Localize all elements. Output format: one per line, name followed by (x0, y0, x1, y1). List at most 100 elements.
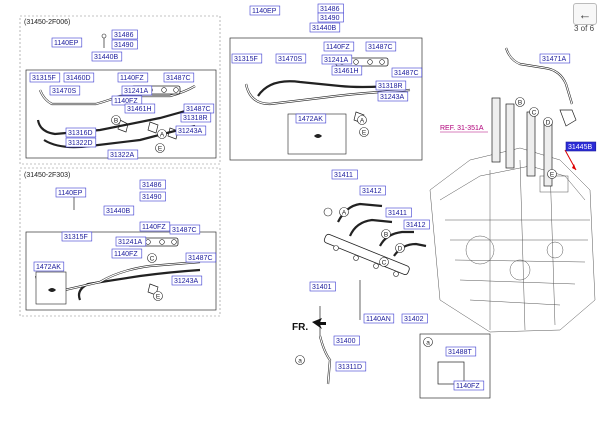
part-number-label[interactable]: 31460D (63, 72, 95, 83)
part-number-box (163, 72, 195, 83)
part-number-label[interactable]: 31315F (231, 53, 263, 64)
part-number-box (231, 53, 263, 64)
part-number-text: 31490 (320, 15, 340, 22)
part-number-text: 31470S (52, 88, 76, 95)
part-number-label[interactable]: 31400 (333, 335, 360, 346)
part-number-label[interactable]: 31315F (29, 72, 61, 83)
part-number-label[interactable]: 1140EP (51, 37, 83, 48)
part-number-label[interactable]: 31311D (335, 361, 367, 372)
part-number-label[interactable]: 31487C (183, 103, 215, 114)
group-caption: (31450-2F303) (24, 172, 70, 179)
part-number-label[interactable]: 31471A (539, 53, 571, 64)
part-number-label[interactable]: 31470S (275, 53, 307, 64)
part-number-text: 31315F (64, 234, 88, 241)
callout-letter-circle (157, 129, 167, 139)
callout-letter-circle (379, 257, 389, 267)
part-number-label[interactable]: 31488T (445, 346, 477, 357)
part-number-label[interactable]: 31487C (391, 67, 423, 78)
part-number-box (331, 65, 363, 76)
part-number-label[interactable]: 31440B (103, 205, 135, 216)
part-number-label[interactable]: 31440B (309, 22, 341, 33)
part-number-label[interactable]: 31241A (121, 85, 153, 96)
part-number-label[interactable]: 31412 (359, 185, 386, 196)
part-number-label[interactable]: 1140FZ (139, 221, 171, 232)
part-number-label[interactable]: 31243A (175, 125, 207, 136)
part-number-text: 31243A (178, 128, 202, 135)
part-number-text: 31488T (448, 349, 472, 356)
part-number-text: 1140FZ (456, 383, 480, 390)
part-number-label[interactable]: 31461H (331, 65, 363, 76)
part-number-box (391, 67, 423, 78)
reference-link[interactable]: REF. 31-351A (440, 125, 484, 132)
part-number-text: 1140FZ (114, 98, 138, 105)
part-number-box (139, 191, 166, 202)
part-number-label[interactable]: 31322A (107, 149, 139, 160)
part-number-text: 31460D (66, 75, 91, 82)
part-number-label[interactable]: 31445B (565, 141, 597, 152)
part-number-label[interactable]: 31243A (377, 91, 409, 102)
part-number-label[interactable]: 31315F (61, 231, 93, 242)
part-number-box (117, 72, 149, 83)
part-number-label[interactable]: 1140FZ (111, 248, 143, 259)
part-number-label[interactable]: 31440B (91, 51, 123, 62)
part-number-box (321, 54, 353, 65)
part-number-box (295, 113, 327, 124)
part-number-label[interactable]: 1140EP (249, 5, 281, 16)
front-direction-label: FR. (292, 322, 308, 333)
part-number-text: 31241A (118, 239, 142, 246)
part-number-label[interactable]: 31402 (401, 313, 428, 324)
part-number-label[interactable]: 1472AK (33, 261, 65, 272)
part-number-box (403, 219, 430, 230)
back-button[interactable]: ← (573, 3, 597, 25)
part-number-label[interactable]: 31241A (115, 236, 147, 247)
part-number-box (65, 137, 97, 148)
part-number-text: 31486 (114, 32, 134, 39)
part-number-label[interactable]: 1140EP (55, 187, 87, 198)
part-number-text: 31440B (106, 208, 130, 215)
part-number-label[interactable]: 31487C (163, 72, 195, 83)
part-number-label[interactable]: 31490 (139, 191, 166, 202)
callout-letter-circle (147, 253, 157, 263)
inset-a-frame (419, 333, 491, 399)
part-number-box (275, 53, 307, 64)
part-number-label[interactable]: 31243A (171, 275, 203, 286)
part-number-label[interactable]: 31318R (180, 112, 212, 123)
part-number-label[interactable]: 31318R (375, 80, 407, 91)
part-number-label[interactable]: 31487C (185, 252, 217, 263)
part-number-label[interactable]: 31487C (365, 41, 397, 52)
part-number-text: 31487C (394, 70, 419, 77)
part-number-label[interactable]: 31412 (403, 219, 430, 230)
part-number-label[interactable]: 31486 (139, 179, 166, 190)
part-number-label[interactable]: 1140FZ (111, 95, 143, 106)
part-number-label[interactable]: 1140FZ (453, 380, 485, 391)
part-number-text: 31490 (114, 42, 134, 49)
part-number-text: 31400 (336, 338, 356, 345)
part-number-text: 31401 (312, 284, 332, 291)
part-number-label[interactable]: 31411 (331, 169, 358, 180)
callout-letter-circle (339, 207, 349, 217)
part-number-text: 31487C (166, 75, 191, 82)
part-number-label[interactable]: 31486 (111, 29, 138, 40)
part-number-label[interactable]: 31401 (309, 281, 336, 292)
part-number-box (333, 335, 360, 346)
fuel-rail-assembly-3 (244, 57, 411, 155)
part-number-label[interactable]: 1472AK (295, 113, 327, 124)
part-number-label[interactable]: 31241A (321, 54, 353, 65)
part-number-label[interactable]: 31316D (65, 127, 97, 138)
part-number-label[interactable]: 31490 (111, 39, 138, 50)
part-number-label[interactable]: 1140AN (363, 313, 395, 324)
part-number-label[interactable]: 31411 (385, 207, 412, 218)
part-number-label[interactable]: 1140FZ (323, 41, 355, 52)
part-number-label[interactable]: 31461H (124, 103, 156, 114)
part-number-box (539, 53, 571, 64)
part-number-label[interactable]: 31322D (65, 137, 97, 148)
part-number-label[interactable]: 31486 (317, 3, 344, 14)
part-number-label[interactable]: 31490 (317, 12, 344, 23)
part-number-box (111, 29, 138, 40)
part-number-label[interactable]: 1140FZ (117, 72, 149, 83)
callout-letter: B (384, 231, 388, 238)
part-number-label[interactable]: 31487C (169, 224, 201, 235)
part-number-text: 31315F (32, 75, 56, 82)
part-number-label[interactable]: 31470S (49, 85, 81, 96)
part-number-text: 31461H (127, 106, 152, 113)
